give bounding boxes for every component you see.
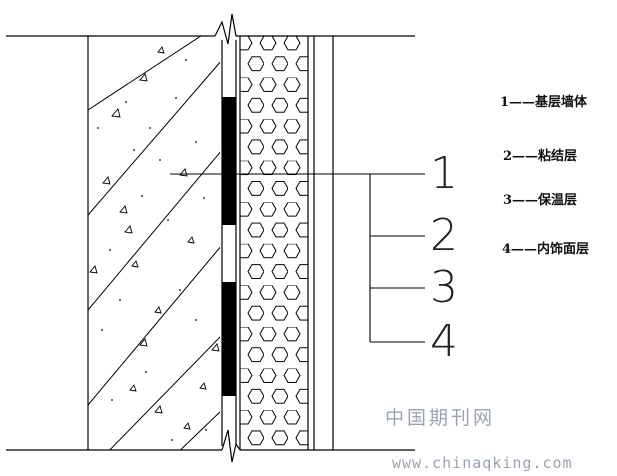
callout-2: 2 xyxy=(430,210,458,261)
callout-3: 3 xyxy=(430,262,458,313)
leader-lines xyxy=(170,173,425,343)
legend: 1——基层墙体 2——粘结层 3——保温层 4——内饰面层 xyxy=(500,94,589,257)
callout-1: 1 xyxy=(430,148,458,199)
watermark-chinese: 中国期刊网 xyxy=(385,407,495,429)
legend-item-base-wall: 1——基层墙体 xyxy=(500,94,588,110)
insulation-layer xyxy=(239,36,309,450)
boundary-lines xyxy=(6,35,415,451)
adhesive-layer xyxy=(222,97,236,396)
legend-item-insulation: 3——保温层 xyxy=(503,192,577,208)
watermark-url: www.chinaqking.com xyxy=(392,454,573,472)
legend-item-adhesive: 2——粘结层 xyxy=(503,148,577,164)
interior-finish-layer xyxy=(313,36,334,450)
base-wall-layer xyxy=(87,36,220,450)
legend-item-interior-finish: 4——内饰面层 xyxy=(502,241,589,257)
callout-4: 4 xyxy=(430,316,458,367)
